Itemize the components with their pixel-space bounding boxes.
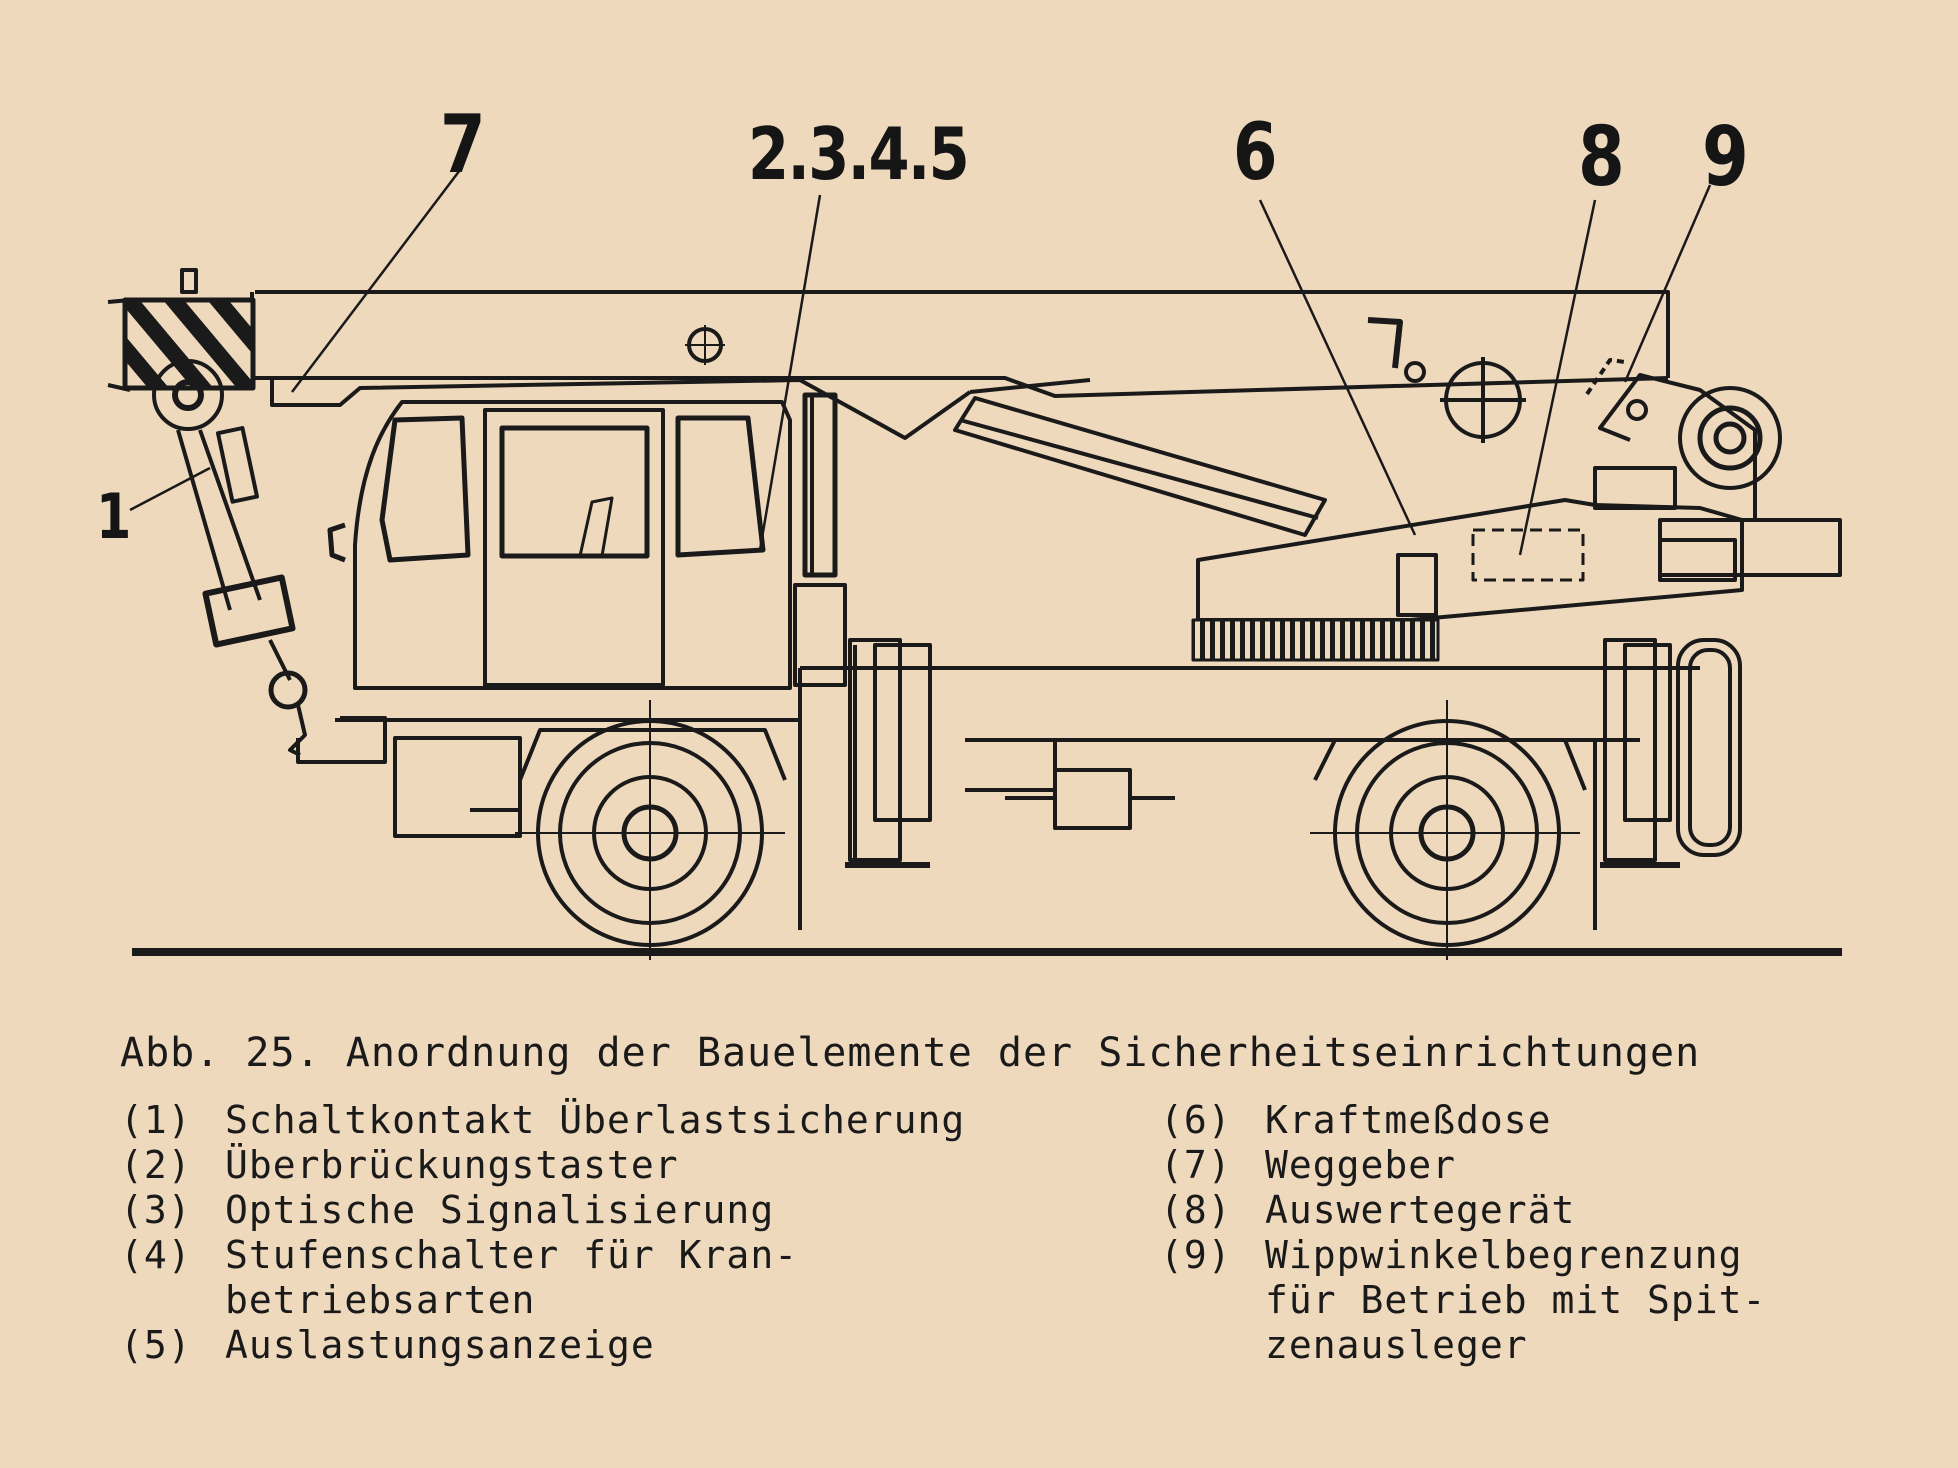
legend-left: (1)Schaltkontakt Überlastsicherung (2)Üb… bbox=[120, 1098, 1085, 1368]
callout-1: 1 bbox=[96, 480, 131, 553]
luffing-cylinder bbox=[953, 396, 1327, 537]
legend-item-1: (1)Schaltkontakt Überlastsicherung bbox=[120, 1098, 966, 1142]
legend-item-8: (8)Auswertegerät bbox=[1160, 1188, 1576, 1232]
callout-6: 6 bbox=[1233, 108, 1278, 198]
callout-8: 8 bbox=[1578, 110, 1625, 205]
crane-truck-drawing bbox=[107, 169, 1842, 960]
lift-cylinder bbox=[802, 392, 838, 578]
superstructure bbox=[1191, 373, 1842, 662]
counterweight-drum bbox=[1440, 357, 1526, 443]
chassis bbox=[296, 666, 1700, 930]
driver-cab bbox=[327, 400, 847, 690]
winch-drum bbox=[1678, 386, 1782, 490]
outrigger-front bbox=[845, 638, 932, 868]
boom-head bbox=[107, 268, 256, 431]
telescopic-boom bbox=[250, 290, 1670, 440]
legend-item-3: (3)Optische Signalisierung bbox=[120, 1188, 775, 1232]
callout-7: 7 bbox=[440, 98, 486, 191]
boom-pivot-mark bbox=[687, 327, 723, 363]
leader-lines bbox=[129, 169, 1712, 556]
callout-2345: 2.3.4.5 bbox=[748, 112, 970, 196]
legend-item-5: (5)Auslastungsanzeige bbox=[120, 1323, 655, 1367]
hook-tackle bbox=[176, 426, 308, 757]
legend-item-4: (4)Stufenschalter für Kran- betriebsarte… bbox=[120, 1233, 799, 1322]
callout-9: 9 bbox=[1702, 110, 1749, 205]
outrigger-rear bbox=[1600, 638, 1680, 868]
legend-item-7: (7)Weggeber bbox=[1160, 1143, 1457, 1187]
legend-item-9: (9)Wippwinkelbegrenzung für Betrieb mit … bbox=[1160, 1233, 1767, 1367]
spare-wheel bbox=[1676, 638, 1742, 857]
sheave-bracket bbox=[1367, 317, 1403, 369]
legend-right: (6)Kraftmeßdose (7)Weggeber (8)Auswerteg… bbox=[1160, 1098, 1825, 1368]
legend-item-6: (6)Kraftmeßdose bbox=[1160, 1098, 1552, 1142]
figure-caption: Abb. 25. Anordnung der Bauelemente der S… bbox=[120, 1030, 1701, 1076]
legend-item-2: (2)Überbrückungstaster bbox=[120, 1143, 679, 1187]
